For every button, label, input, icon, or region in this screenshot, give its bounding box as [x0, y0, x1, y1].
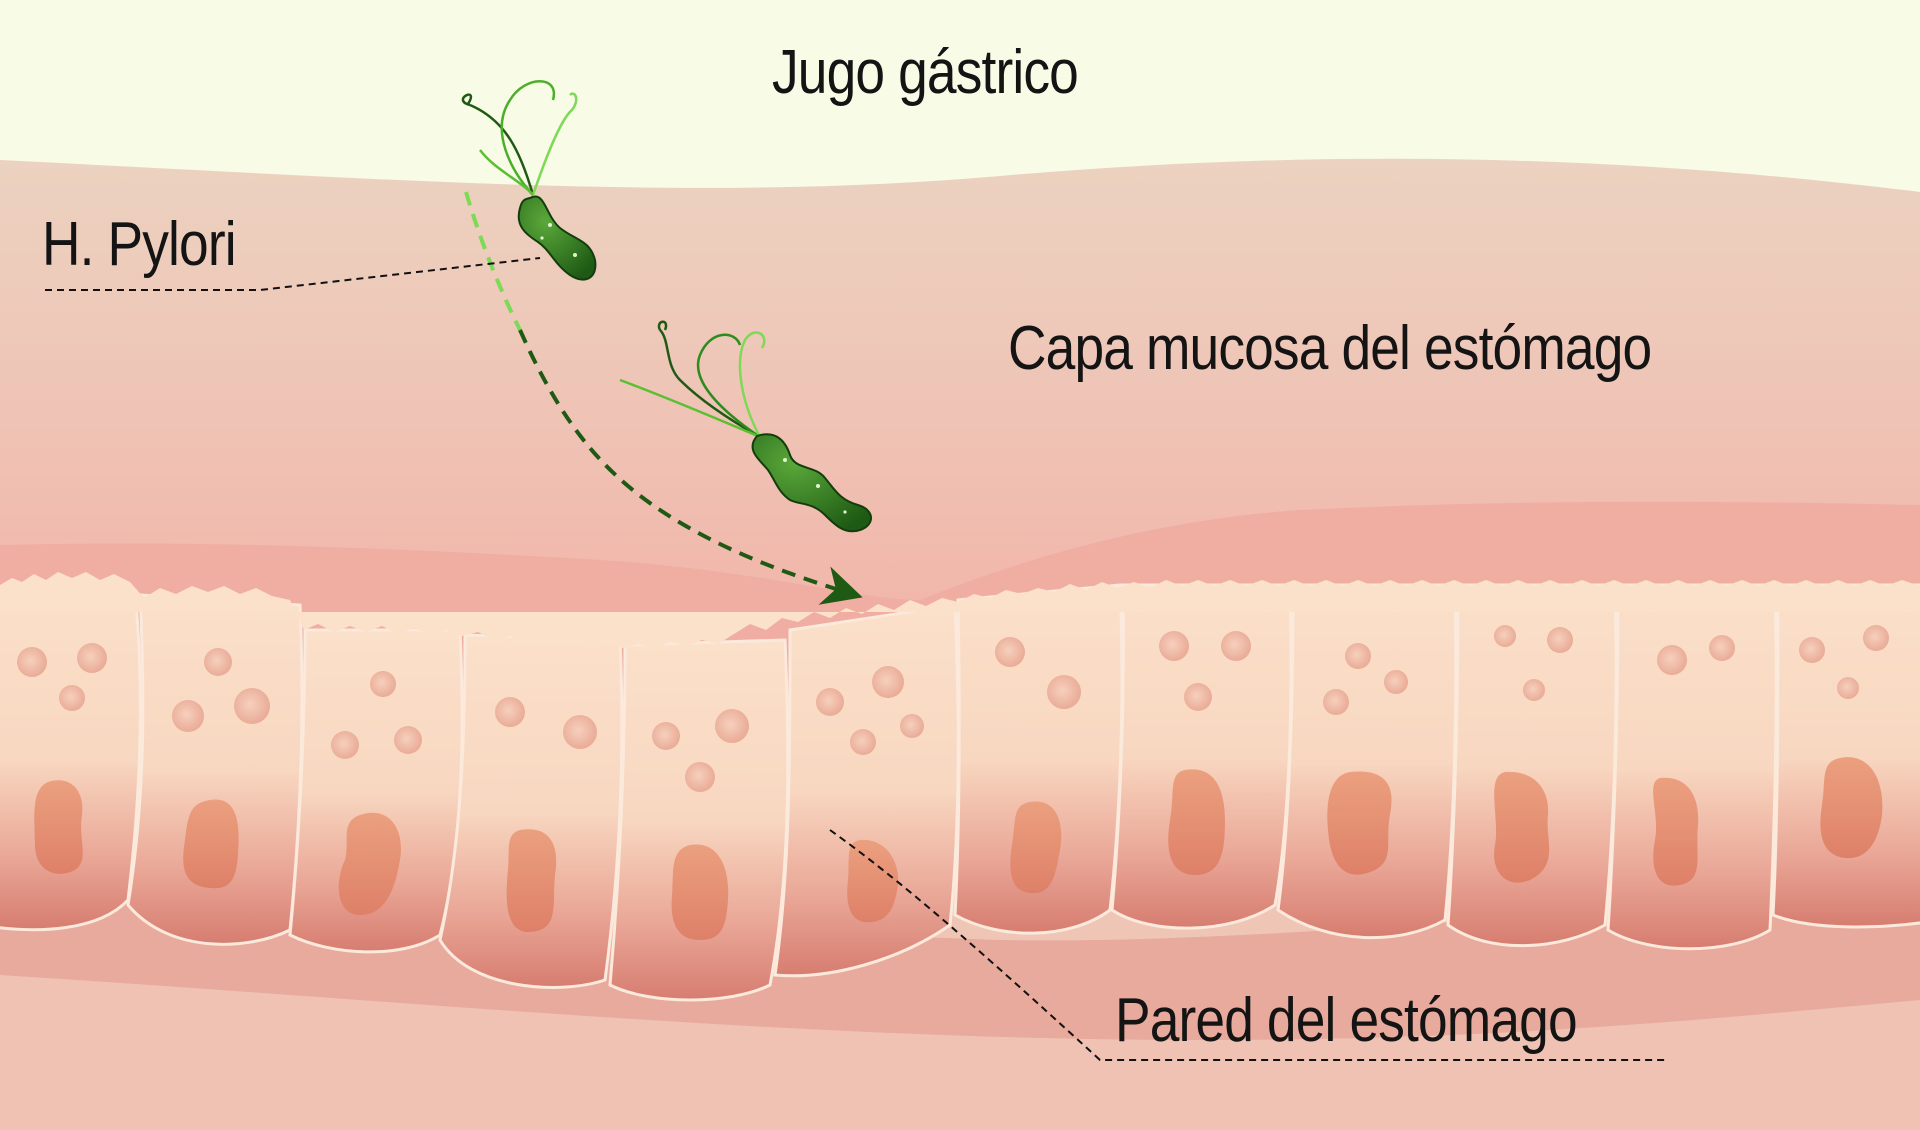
gastric-juice-region — [0, 0, 1920, 192]
cell — [126, 593, 304, 946]
cell — [0, 588, 142, 932]
mucous-layer-label: Capa mucosa del estómago — [1008, 314, 1652, 383]
cell — [438, 633, 624, 989]
migration-path-arrow — [518, 329, 863, 605]
cell-nuclei — [34, 757, 1883, 940]
cell — [1606, 583, 1778, 951]
cell — [608, 638, 790, 1002]
bacterium-lower — [619, 320, 872, 533]
stomach-wall-label: Pared del estómago — [1115, 986, 1578, 1055]
h-pylori-leader-line — [45, 257, 541, 291]
cell — [1771, 583, 1920, 929]
gastric-juice-label: Jugo gástrico — [772, 38, 1079, 107]
cell-granules — [17, 625, 1889, 792]
cell-surface-edge — [0, 572, 1920, 648]
cell — [1446, 583, 1618, 948]
cell — [1110, 583, 1293, 930]
bacterium-upper — [461, 80, 597, 281]
stomach-wall-leader-line — [829, 829, 1665, 1061]
submucosa-lower — [0, 975, 1920, 1130]
h-pylori-label: H. Pylori — [42, 210, 237, 279]
cell — [1276, 583, 1458, 940]
